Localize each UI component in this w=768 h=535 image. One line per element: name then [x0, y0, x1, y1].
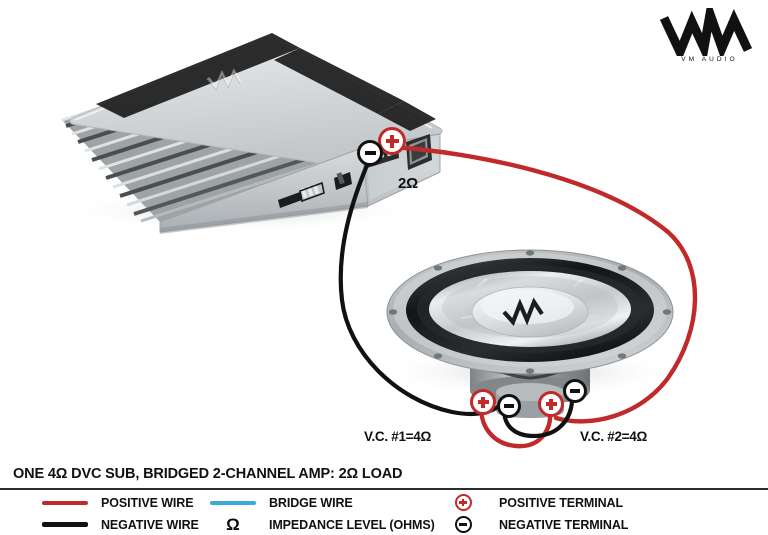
amp-load-label: 2Ω — [398, 175, 418, 192]
vc1-negative-terminal[interactable] — [497, 394, 521, 418]
legend-item-impedance: Ω IMPEDANCE LEVEL (OHMS) — [210, 514, 435, 535]
sub-cone-ticks — [460, 278, 600, 320]
legend-label: BRIDGE WIRE — [269, 495, 353, 510]
sub-vm-logo — [502, 297, 544, 326]
legend-item-positive-terminal: POSITIVE TERMINAL — [440, 492, 623, 513]
legend-divider — [0, 488, 768, 490]
vc1-label: V.C. #1=4Ω — [364, 429, 431, 444]
bridge-wire-swatch — [210, 500, 256, 505]
wiring-harness — [338, 144, 698, 449]
legend-item-negative-wire: NEGATIVE WIRE — [42, 514, 199, 535]
positive-terminal-icon — [454, 494, 472, 511]
positive-wire-swatch — [42, 500, 88, 505]
legend-item-negative-terminal: NEGATIVE TERMINAL — [440, 514, 628, 535]
amp-negative-terminal[interactable] — [357, 140, 383, 166]
wire-amp-positive-to-vc2-positive — [389, 144, 698, 424]
omega-symbol: Ω — [226, 515, 240, 534]
legend-item-bridge-wire: BRIDGE WIRE — [210, 492, 353, 513]
subwoofer-graphic — [380, 249, 680, 418]
legend: POSITIVE WIRE NEGATIVE WIRE BRIDGE WIRE … — [0, 492, 768, 534]
legend-label: POSITIVE WIRE — [101, 495, 194, 510]
wire-vc1-positive-link — [479, 399, 553, 449]
vc2-positive-terminal[interactable] — [538, 391, 564, 417]
wire-series-link-vc1neg-vc2neg — [502, 399, 575, 439]
legend-label: IMPEDANCE LEVEL (OHMS) — [269, 517, 435, 532]
vc1-positive-terminal[interactable] — [470, 389, 496, 415]
amp-connector-block — [278, 172, 352, 208]
negative-terminal-icon — [454, 516, 472, 533]
legend-label: NEGATIVE WIRE — [101, 517, 199, 532]
negative-wire-swatch — [42, 522, 88, 527]
diagram-title: ONE 4Ω DVC SUB, BRIDGED 2-CHANNEL AMP: 2… — [13, 466, 403, 482]
vm-audio-logo: VM AUDIO — [658, 8, 758, 74]
vc2-label: V.C. #2=4Ω — [580, 429, 647, 444]
amp-accent-stripe — [96, 33, 300, 118]
vm-audio-wordmark: VM AUDIO — [681, 56, 738, 63]
legend-label: NEGATIVE TERMINAL — [499, 517, 629, 532]
wire-amp-negative-to-vc1-negative — [338, 155, 505, 417]
amp-top-vm-logo — [206, 68, 242, 92]
legend-item-positive-wire: POSITIVE WIRE — [42, 492, 194, 513]
vc2-negative-terminal[interactable] — [563, 379, 587, 403]
legend-label: POSITIVE TERMINAL — [499, 495, 624, 510]
sub-mounting-screws — [388, 250, 672, 374]
vm-waveform-logo — [659, 8, 753, 56]
